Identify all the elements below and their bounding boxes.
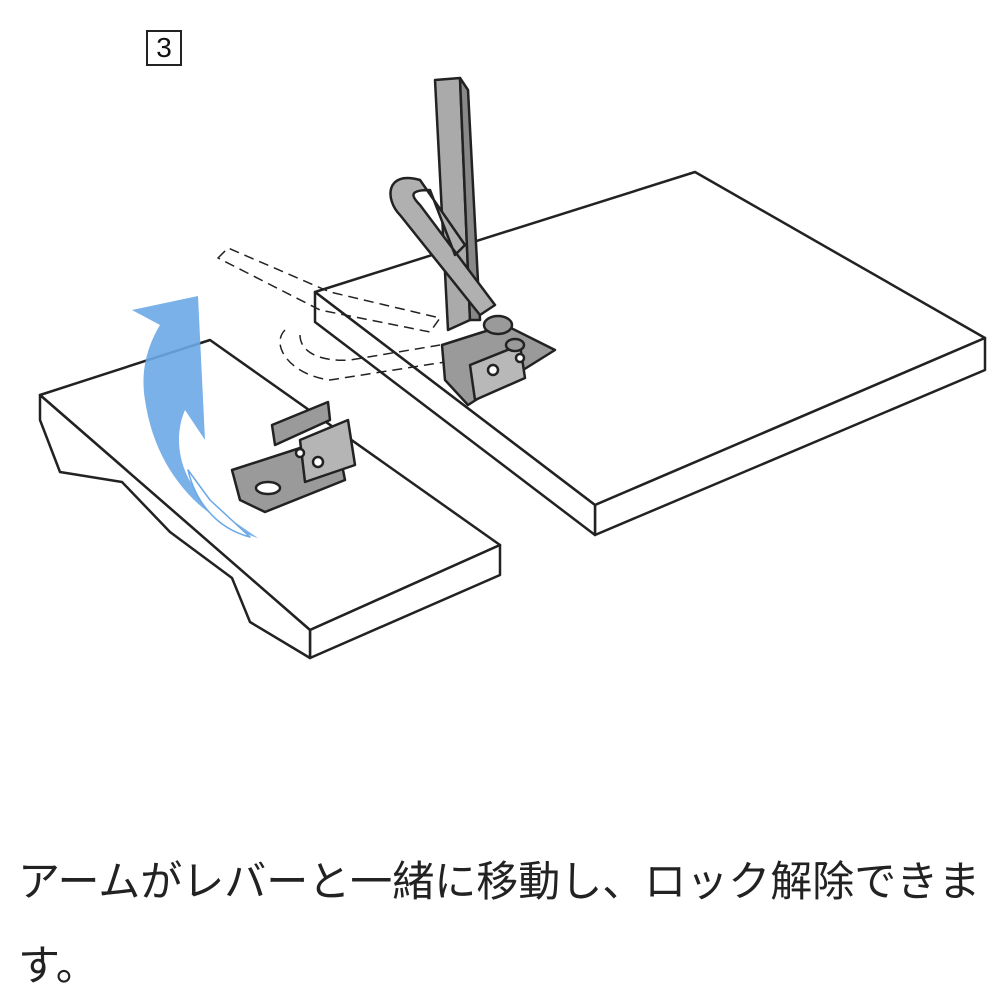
clamp-diagram xyxy=(38,76,987,660)
step-number-badge: 3 xyxy=(146,30,182,66)
toggle-clamp xyxy=(389,76,557,407)
ghost-lever-outline xyxy=(217,247,446,381)
right-board xyxy=(313,170,987,537)
lift-arrow xyxy=(132,296,258,538)
caption-text: アームがレバーと一緒に移動し、ロック解除できます。 xyxy=(18,857,981,990)
strike-plate xyxy=(230,400,357,514)
